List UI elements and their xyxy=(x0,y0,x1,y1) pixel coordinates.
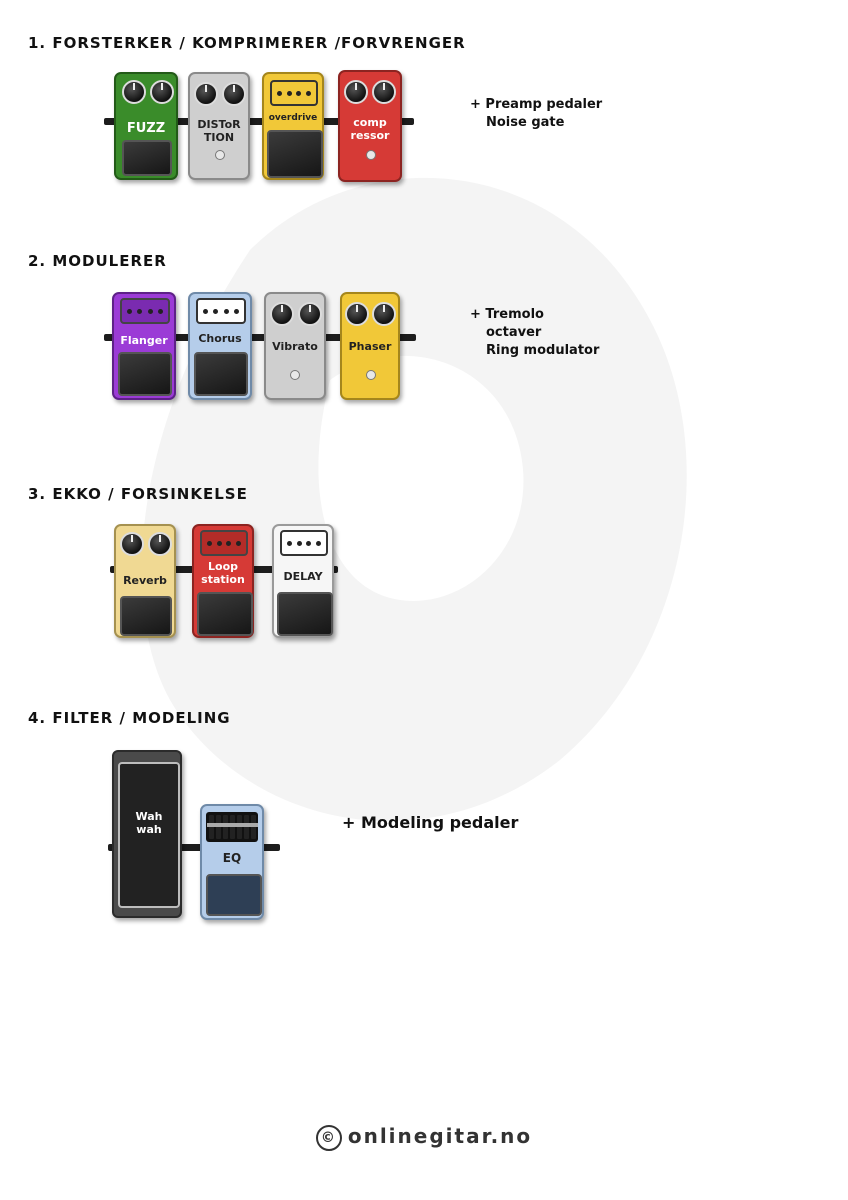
control-panel xyxy=(200,530,248,556)
pedal-label: Wah wah xyxy=(135,810,163,836)
eq-pedal[interactable]: EQ xyxy=(200,804,264,920)
knob-icon xyxy=(270,302,294,326)
chorus-pedal[interactable]: Chorus xyxy=(188,292,252,400)
notes-2: Tremolo octaver Ring modulator xyxy=(470,306,599,360)
wah-wah-pedal[interactable]: Wah wah xyxy=(112,750,182,918)
knob-icon xyxy=(150,80,174,104)
section-title-4: 4. FILTER / MODELING xyxy=(28,709,231,727)
footswitch[interactable] xyxy=(122,140,172,176)
footer-site[interactable]: onlinegitar.no xyxy=(347,1124,533,1148)
pedal-label: comp ressor xyxy=(350,116,390,142)
knob-icon xyxy=(148,532,172,556)
footswitch[interactable] xyxy=(290,370,300,380)
vibrato-pedal[interactable]: Vibrato xyxy=(264,292,326,400)
eq-slider[interactable] xyxy=(228,815,237,839)
knob-icon xyxy=(344,80,368,104)
loop-station-pedal[interactable]: Loop station xyxy=(192,524,254,638)
pedal-label: Chorus xyxy=(198,332,242,345)
footswitch[interactable] xyxy=(206,874,262,916)
knob-icon xyxy=(345,302,369,326)
pedal-label: DISToR TION xyxy=(197,118,241,144)
note-item: Tremolo xyxy=(470,306,599,324)
control-panel xyxy=(280,530,328,556)
knob-icon xyxy=(222,82,246,106)
pedalboard-4: Wah wah EQ xyxy=(104,746,294,936)
pedal-label: Reverb xyxy=(123,574,167,587)
knob-icon xyxy=(122,80,146,104)
pedal-label: Flanger xyxy=(120,334,168,347)
eq-slider-bank[interactable] xyxy=(206,812,258,842)
knob-icon xyxy=(120,532,144,556)
overdrive-pedal[interactable]: overdrive xyxy=(262,72,324,180)
footswitch[interactable] xyxy=(366,150,376,160)
pedalboard-3: Reverb Loop station DELAY xyxy=(104,520,344,650)
footswitch[interactable] xyxy=(366,370,376,380)
distortion-pedal[interactable]: DISToR TION xyxy=(188,72,250,180)
eq-slider[interactable] xyxy=(214,815,223,839)
control-panel xyxy=(120,298,170,324)
notes-1: Preamp pedaler Noise gate xyxy=(470,96,602,132)
footswitch[interactable] xyxy=(118,352,172,396)
pedal-label: EQ xyxy=(222,851,242,865)
section-title-2: 2. MODULERER xyxy=(28,252,167,270)
flanger-pedal[interactable]: Flanger xyxy=(112,292,176,400)
cable xyxy=(104,118,414,125)
compressor-pedal[interactable]: comp ressor xyxy=(338,70,402,182)
cable xyxy=(108,844,280,851)
knob-icon xyxy=(372,302,396,326)
copyright-icon: © xyxy=(315,1124,342,1151)
footswitch[interactable] xyxy=(277,592,333,636)
footswitch[interactable] xyxy=(197,592,253,636)
control-panel xyxy=(270,80,318,106)
eq-slider[interactable] xyxy=(242,815,251,839)
footswitch[interactable] xyxy=(194,352,248,396)
pedal-label: overdrive xyxy=(268,113,318,123)
note-item: octaver xyxy=(486,325,542,340)
eq-slider[interactable] xyxy=(249,815,258,839)
delay-pedal[interactable]: DELAY xyxy=(272,524,334,638)
footswitch[interactable] xyxy=(215,150,225,160)
knob-icon xyxy=(372,80,396,104)
cable xyxy=(104,334,416,341)
pedal-label: Vibrato xyxy=(272,340,318,353)
note-item: Noise gate xyxy=(486,115,565,130)
note-item: Modeling pedaler xyxy=(342,814,518,832)
reverb-pedal[interactable]: Reverb xyxy=(114,524,176,638)
pedal-label: FUZZ xyxy=(126,121,166,136)
section-title-3: 3. EKKO / FORSINKELSE xyxy=(28,485,248,503)
rocker-plate[interactable]: Wah wah xyxy=(118,762,180,908)
pedal-label: Phaser xyxy=(348,340,392,353)
section-title-1: 1. FORSTERKER / KOMPRIMERER /FORVRENGER xyxy=(28,34,466,52)
eq-slider[interactable] xyxy=(235,815,244,839)
notes-4: Modeling pedaler xyxy=(342,814,518,832)
note-item: Ring modulator xyxy=(486,343,600,358)
knob-icon xyxy=(194,82,218,106)
footswitch[interactable] xyxy=(267,130,323,178)
phaser-pedal[interactable]: Phaser xyxy=(340,292,400,400)
pedal-label: DELAY xyxy=(283,570,323,583)
fuzz-pedal[interactable]: FUZZ xyxy=(114,72,178,180)
pedalboard-1: FUZZ DISToR TION overdrive comp ressor xyxy=(104,68,424,188)
pedal-label: Loop station xyxy=(201,560,245,586)
pedalboard-2: Flanger Chorus Vibrato Phaser xyxy=(104,288,424,408)
eq-slider[interactable] xyxy=(207,815,216,839)
control-panel xyxy=(196,298,246,324)
eq-slider[interactable] xyxy=(221,815,230,839)
note-item: Preamp pedaler xyxy=(470,96,602,114)
footer: ©onlinegitar.no xyxy=(0,1124,848,1151)
knob-icon xyxy=(298,302,322,326)
footswitch[interactable] xyxy=(120,596,172,636)
